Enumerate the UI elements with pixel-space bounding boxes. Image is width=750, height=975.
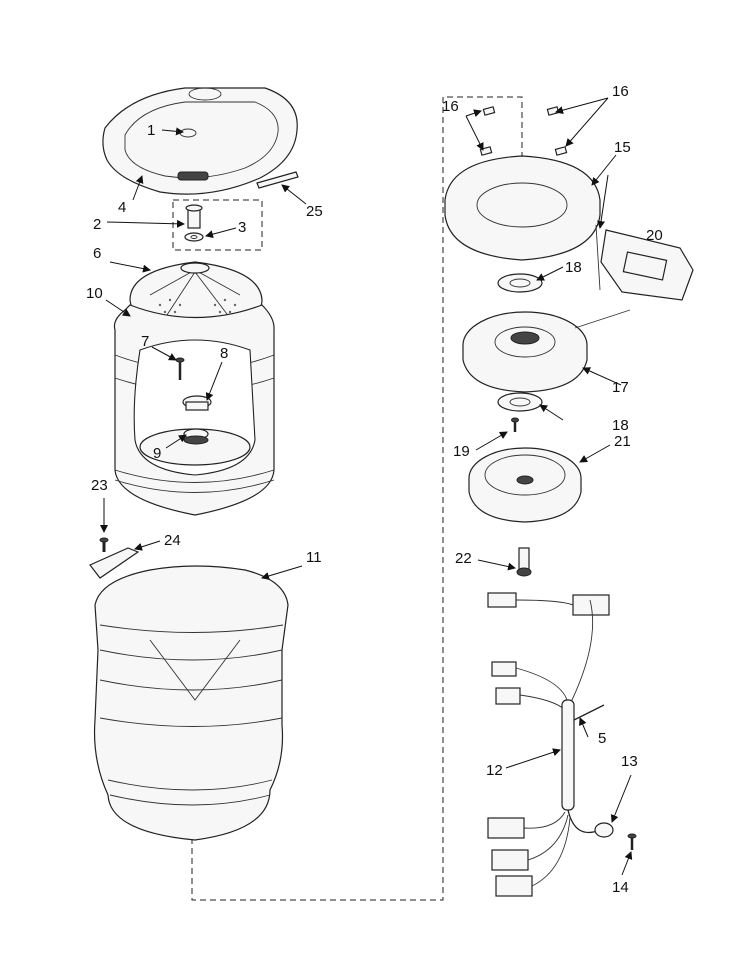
callout-14: 14 — [612, 879, 629, 896]
part-15-stator-shield — [444, 155, 601, 261]
part-9-gear — [183, 428, 209, 445]
callout-18-top: 18 — [565, 259, 582, 276]
callout-1: 1 — [147, 122, 155, 139]
callout-4: 4 — [118, 199, 126, 216]
callout-21: 21 — [614, 433, 631, 450]
part-11-outer-tub — [93, 565, 289, 841]
callout-labels: 1 2 3 4 5 6 7 8 9 10 11 12 13 14 15 16 1… — [86, 83, 663, 896]
callout-25: 25 — [306, 203, 323, 220]
part-25-strip — [256, 171, 299, 189]
part-19-screw — [511, 417, 519, 432]
part-18-spacer-top — [497, 273, 543, 293]
hub-group-dashed-box — [172, 199, 263, 251]
callout-18-bottom: 18 — [612, 417, 629, 434]
leader-lines — [100, 97, 633, 876]
part-8-hub — [182, 395, 212, 411]
callout-11: 11 — [306, 549, 322, 566]
part-13-clamp — [594, 822, 614, 838]
part-14-screw — [627, 833, 637, 850]
part-21-rotor — [468, 447, 582, 523]
callout-13: 13 — [621, 753, 638, 770]
part-4-tub-ring — [102, 87, 298, 195]
callout-23: 23 — [91, 477, 108, 494]
callout-22: 22 — [455, 550, 472, 567]
assembly-connector-dashed — [191, 96, 523, 901]
callout-8: 8 — [220, 345, 228, 362]
callout-16-left: 16 — [442, 98, 459, 115]
callout-16-right: 16 — [612, 83, 629, 100]
part-7-screw — [175, 357, 185, 380]
callout-12: 12 — [486, 762, 503, 779]
part-24-bracket — [89, 547, 140, 579]
callout-20: 20 — [646, 227, 663, 244]
part-12-wire-harness — [487, 592, 610, 897]
part-18-spacer-bottom — [497, 392, 543, 412]
callout-10: 10 — [86, 285, 103, 302]
part-16-pins — [479, 106, 568, 156]
callout-9: 9 — [153, 445, 161, 462]
part-2-hub-bolt — [185, 204, 203, 229]
callout-2: 2 — [93, 216, 101, 233]
callout-5: 5 — [598, 730, 606, 747]
callout-17: 17 — [612, 379, 629, 396]
part-5-tie — [573, 704, 605, 721]
part-17-stator — [462, 311, 588, 393]
part-23-bolt — [99, 537, 109, 552]
part-20-connector-detail — [574, 224, 694, 329]
part-3-washer — [184, 232, 204, 242]
callout-6: 6 — [93, 245, 101, 262]
callout-19: 19 — [453, 443, 470, 460]
callout-3: 3 — [238, 219, 246, 236]
callout-7: 7 — [141, 333, 149, 350]
part-22-coupling — [516, 547, 532, 577]
callout-24: 24 — [164, 532, 181, 549]
callout-15: 15 — [614, 139, 631, 156]
